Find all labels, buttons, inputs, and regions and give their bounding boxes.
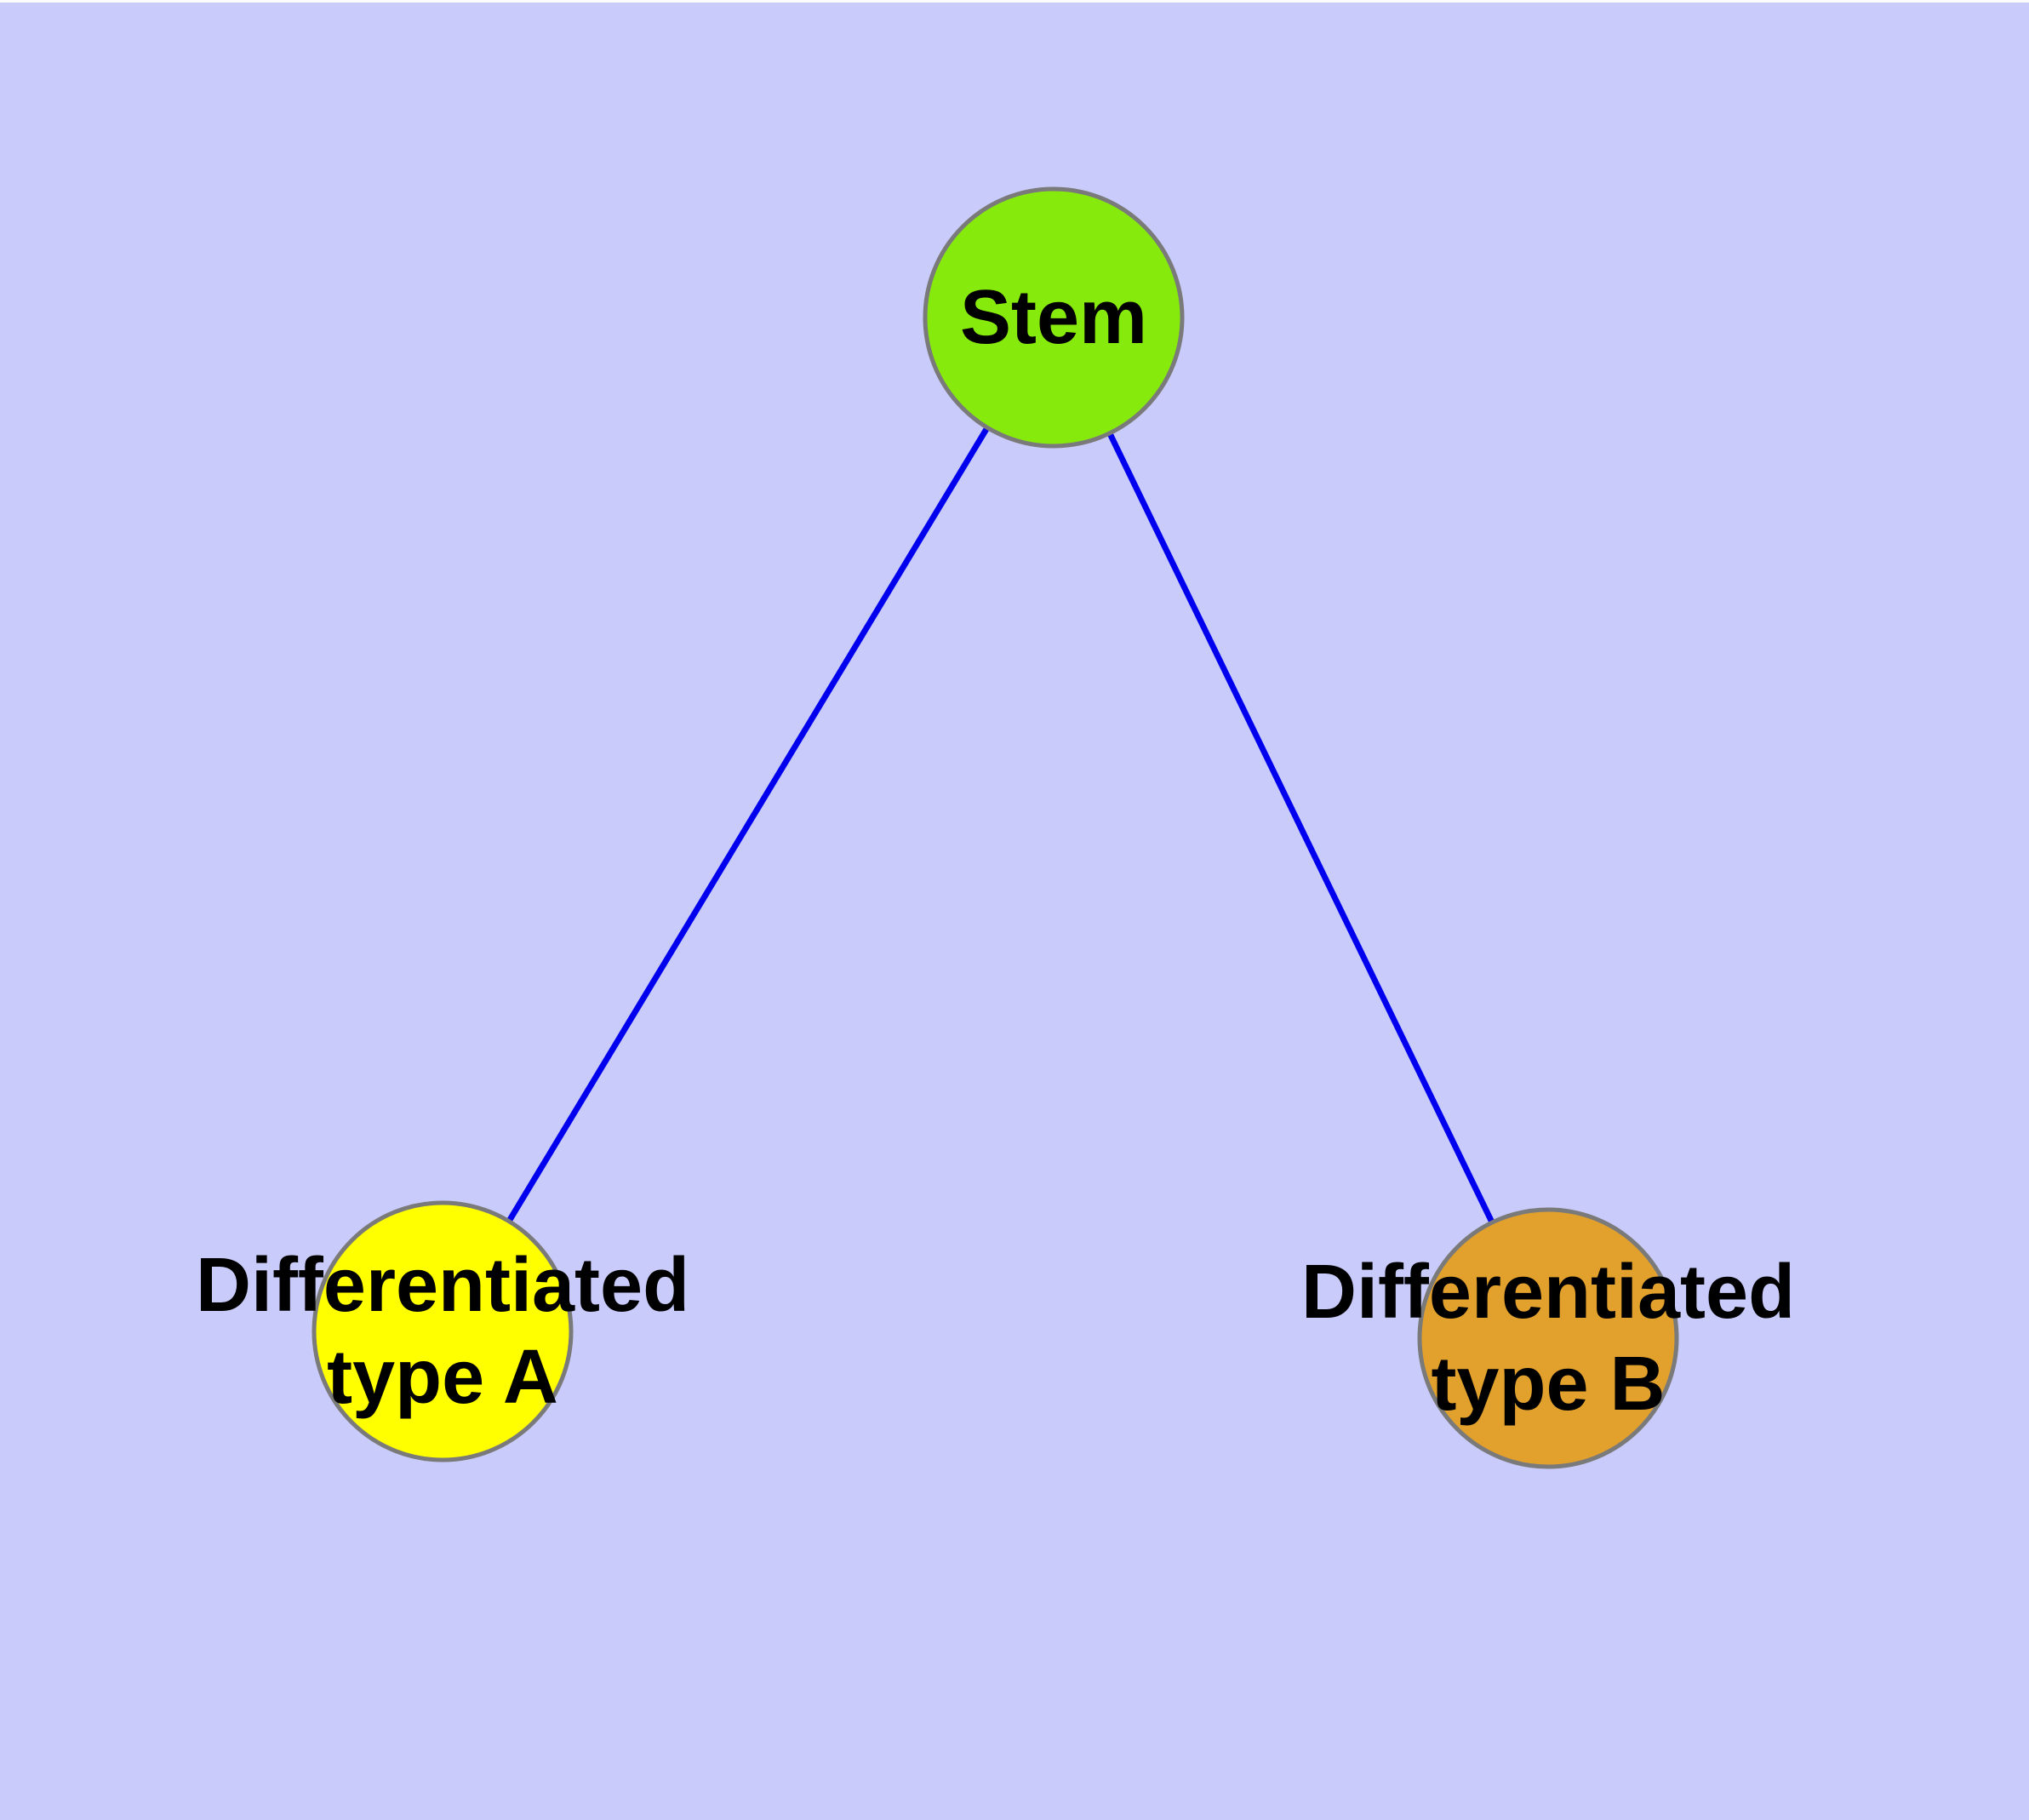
top-margin-strip [0, 0, 2029, 3]
node-type-b-circle [1417, 1207, 1679, 1469]
node-type-a-label: Differentiated type A [195, 1243, 690, 1420]
node-type-b-label: Differentiated type B [1300, 1250, 1796, 1427]
node-type-a-circle [311, 1200, 574, 1462]
node-stem-circle [923, 186, 1185, 449]
edge-stem-to-type-b [1050, 316, 1552, 1340]
node-stem-label: Stem [959, 275, 1148, 360]
edge-stem-to-type-a [440, 316, 1056, 1333]
